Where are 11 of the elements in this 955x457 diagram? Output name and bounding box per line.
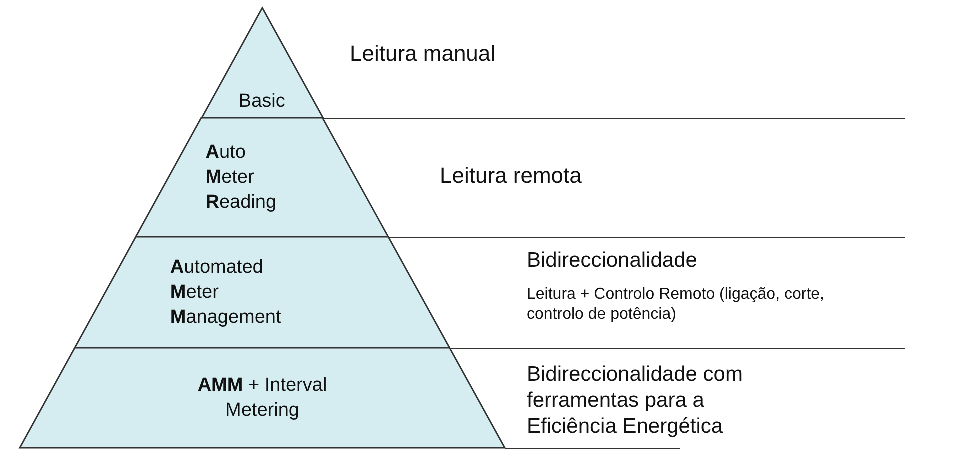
tier-label: Automated Meter Management (170, 256, 282, 330)
tier-label: Auto Meter Reading (206, 141, 278, 215)
tier-description: Leitura remota (440, 162, 583, 190)
pyramid-tier (75, 237, 450, 348)
pyramid-tier (20, 348, 505, 448)
tier-description: Bidireccionalidade com ferramentas para a Eficiência Energética (527, 362, 744, 440)
tier-description: Leitura manual (350, 40, 497, 68)
tier-label: Basic (238, 90, 286, 114)
tier-detail: Leitura + Controlo Remoto (ligação, corte, controlo de potência) (527, 285, 826, 325)
tier-label: AMM + Interval Metering (196, 374, 328, 423)
tier-description: Bidireccionalidade (527, 248, 698, 274)
